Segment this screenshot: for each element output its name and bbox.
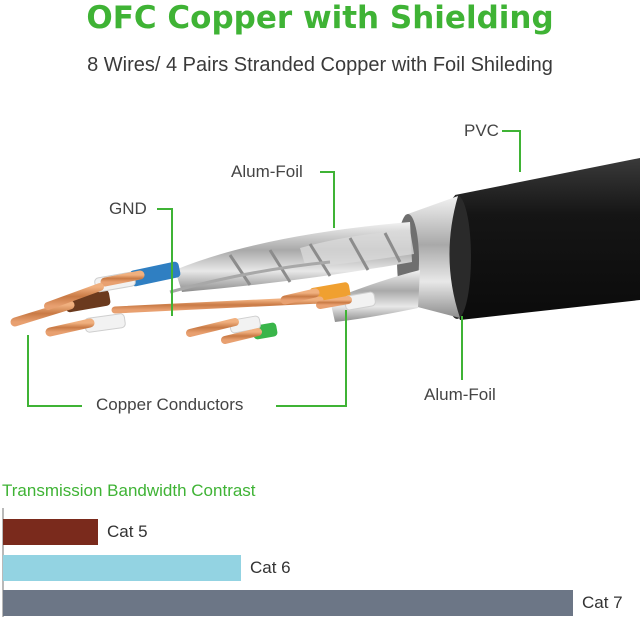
- gnd-drain-wire: [169, 260, 331, 294]
- cable-illustration: [10, 130, 640, 407]
- bar-cat-6: [3, 555, 241, 581]
- callout-lines: [27, 130, 521, 407]
- page-title: OFC Copper with Shielding: [86, 0, 554, 36]
- bar-label-cat-6: Cat 6: [250, 558, 291, 577]
- bar-cat-7: [3, 590, 573, 616]
- bar-cat-5: [3, 519, 98, 545]
- pvc-jacket: [443, 158, 640, 320]
- callout-pvc: PVC: [464, 121, 499, 140]
- copper-conductors: [10, 270, 352, 344]
- callout-alum-foil-top: Alum-Foil: [231, 162, 303, 181]
- callout-gnd: GND: [109, 199, 147, 218]
- bar-label-cat-5: Cat 5: [107, 522, 148, 541]
- page-subtitle: 8 Wires/ 4 Pairs Stranded Copper with Fo…: [87, 54, 553, 76]
- chart-title: Transmission Bandwidth Contrast: [2, 481, 256, 500]
- bar-label-cat-7: Cat 7: [582, 593, 623, 612]
- callout-alum-foil-bottom: Alum-Foil: [424, 385, 496, 404]
- callout-copper-conductors: Copper Conductors: [96, 395, 244, 414]
